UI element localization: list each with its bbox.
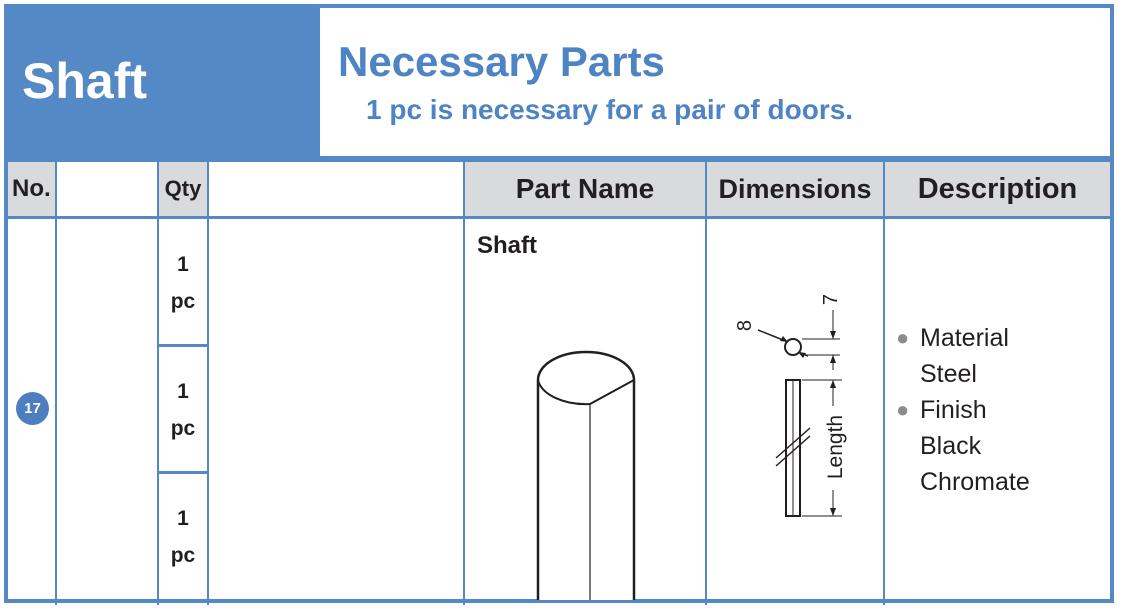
qty-count: 1	[177, 253, 189, 276]
description-list: ● Material Steel ● Finish Black Chromate	[896, 320, 1106, 500]
necessary-parts-subtitle: 1 pc is necessary for a pair of doors.	[366, 94, 854, 125]
section-title: Shaft	[22, 53, 147, 109]
qty-count: 1	[177, 380, 189, 403]
qty-unit: pc	[170, 290, 196, 313]
qty-unit: pc	[170, 544, 196, 567]
column-divider	[463, 162, 465, 605]
item-number-badge: 17	[16, 392, 49, 425]
column-divider	[157, 162, 159, 605]
column-divider	[883, 162, 885, 605]
qty-row-divider	[157, 471, 209, 474]
table-header-divider	[4, 216, 1114, 219]
description-item-material: ● Material	[896, 320, 1106, 356]
column-divider	[705, 162, 707, 605]
material-label: Material	[920, 324, 1009, 352]
column-header-no: No.	[8, 162, 55, 216]
finish-label: Finish	[920, 396, 987, 424]
shaft-illustration	[536, 350, 636, 600]
qty-cell: 1 pc	[159, 246, 207, 320]
qty-count: 1	[177, 507, 189, 530]
finish-value: Black	[920, 432, 982, 460]
dimension-diameter-label: 8	[734, 319, 757, 332]
qty-row-divider	[157, 344, 209, 347]
column-divider	[207, 162, 209, 605]
dimension-length-label: Length	[824, 414, 847, 480]
section-header-band	[4, 4, 320, 156]
necessary-parts-panel	[320, 4, 1114, 156]
table-top-border	[4, 156, 1114, 162]
material-value: Steel	[920, 360, 977, 388]
part-name-label: Shaft	[477, 232, 537, 259]
column-header-part-name: Part Name	[465, 162, 705, 216]
description-item-finish: ● Finish	[896, 392, 1106, 428]
bullet-icon: ●	[896, 325, 910, 350]
dimension-drawing	[757, 310, 842, 517]
necessary-parts-title: Necessary Parts	[338, 38, 665, 85]
column-header-qty: Qty	[159, 162, 207, 216]
qty-cell: 1 pc	[159, 373, 207, 447]
dimension-offset-label: 7	[820, 293, 843, 306]
column-header-description: Description	[885, 162, 1110, 216]
finish-value: Chromate	[920, 468, 1030, 496]
column-header-dimensions: Dimensions	[707, 162, 883, 216]
parts-table	[4, 156, 1114, 603]
bullet-icon: ●	[896, 397, 910, 422]
column-divider	[55, 162, 57, 605]
qty-unit: pc	[170, 417, 196, 440]
qty-cell: 1 pc	[159, 500, 207, 574]
